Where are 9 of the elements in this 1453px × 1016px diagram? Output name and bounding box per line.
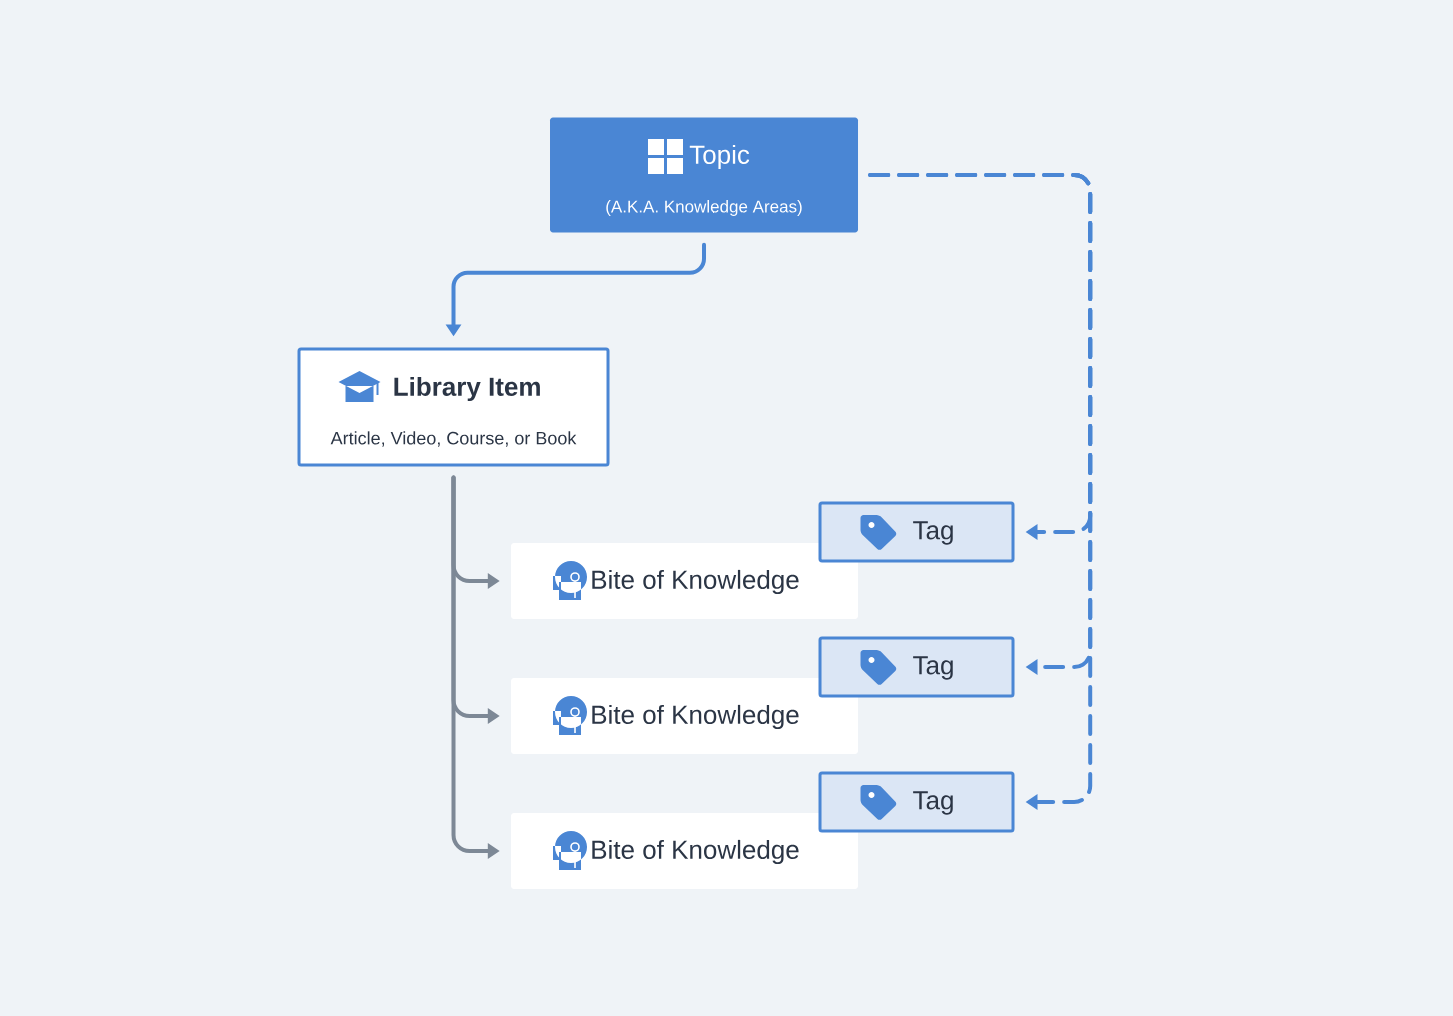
tag-box: Tag <box>818 501 1015 563</box>
bite-box: Bite of Knowledge <box>511 678 858 754</box>
tag-box: Tag <box>818 771 1015 833</box>
tag-box: Tag <box>818 636 1015 698</box>
dashed-arrow <box>868 173 1093 810</box>
bite-box: Bite of Knowledge <box>511 813 858 889</box>
library-item-box: Library Item Article, Video, Course, or Book <box>297 347 610 467</box>
bite-box: Bite of Knowledge <box>511 543 858 619</box>
topic-box: Topic (A.K.A. Knowledge Areas) <box>550 117 858 233</box>
